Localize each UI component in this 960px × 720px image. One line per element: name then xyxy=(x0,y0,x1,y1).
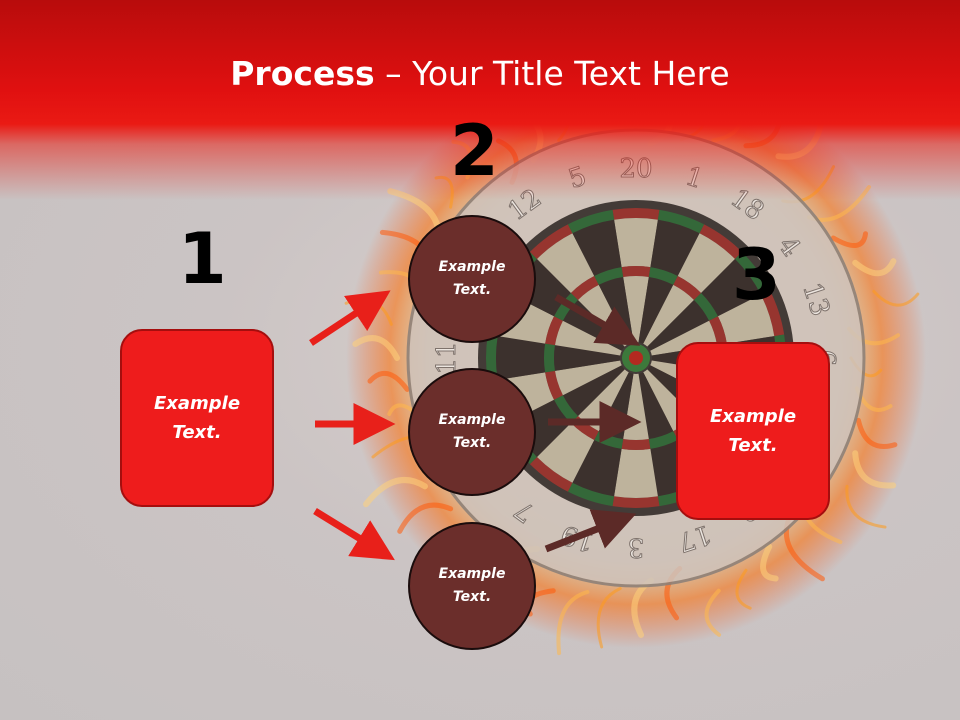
flame-wisp xyxy=(845,484,887,529)
dartboard-segment xyxy=(554,345,621,371)
flame-wisp xyxy=(596,586,622,649)
dartboard-segment xyxy=(544,343,556,373)
arrow-bottom-to-center xyxy=(544,509,637,553)
flame-wisp xyxy=(367,370,410,392)
dartboard-segment xyxy=(529,224,573,260)
arrow-to-top-circle xyxy=(309,290,391,346)
dartboard-segment xyxy=(657,209,705,234)
dartboard-segment xyxy=(650,219,700,277)
slide-title: Process – Your Title Text Here xyxy=(0,54,960,93)
dartboard-segment xyxy=(567,209,615,234)
dartboard-segment xyxy=(537,423,595,483)
dartboard-segment xyxy=(545,370,563,400)
flame-wisp xyxy=(397,502,454,534)
flame-wisp xyxy=(735,568,752,610)
right-box-line-1: Example xyxy=(709,406,797,427)
flame-wisp xyxy=(855,417,898,449)
dartboard-segment xyxy=(572,439,622,497)
dartboard-segment xyxy=(701,259,761,317)
dartboard-segment xyxy=(578,369,629,432)
flame-wisp xyxy=(363,477,428,508)
dartboard-segment xyxy=(699,224,743,260)
dartboard-segment xyxy=(648,431,678,449)
dartboard-segment xyxy=(554,292,579,321)
dartboard-segment xyxy=(614,218,658,268)
circle-middle-line-1: Example xyxy=(438,412,506,428)
dartboard-segment xyxy=(734,251,770,295)
step-number-2: 2 xyxy=(450,110,499,192)
circle-bottom-line-2: Text. xyxy=(452,589,492,605)
flame-wisp xyxy=(852,450,897,489)
arrow-top-to-center xyxy=(554,293,641,346)
dartboard-segment xyxy=(614,448,658,498)
dartboard-segment xyxy=(648,267,678,285)
dartboard-segment xyxy=(554,395,579,424)
title-bold: Process xyxy=(230,54,375,93)
dartboard-segment xyxy=(638,372,674,439)
left-box-line-1: Example xyxy=(153,393,241,414)
dartboard-segment xyxy=(693,292,718,321)
flame-wisp xyxy=(830,231,869,248)
dartboard-segment xyxy=(673,276,702,301)
left-box-line-2: Text. xyxy=(172,422,222,443)
dartboard-segment xyxy=(677,233,735,293)
dartboard-segment xyxy=(643,284,694,347)
dartboard-segment xyxy=(555,360,622,396)
dartboard-segment xyxy=(562,365,625,416)
circle-bottom-line-1: Example xyxy=(438,566,506,582)
circle-node-bottom[interactable]: Example Text. xyxy=(408,522,536,650)
flame-wisp xyxy=(704,588,722,637)
title-banner xyxy=(0,0,960,200)
step-number-1: 1 xyxy=(178,218,227,300)
left-process-box[interactable]: Example Text. xyxy=(120,329,274,507)
flame-wisp xyxy=(852,258,897,277)
dartboard-segment xyxy=(621,265,651,278)
circle-node-middle[interactable]: Example Text. xyxy=(408,368,536,496)
dartboard-bullseye xyxy=(629,351,643,365)
dartboard-segment xyxy=(570,276,599,301)
dartboard-segment xyxy=(545,316,563,346)
dartboard-segment xyxy=(612,208,660,220)
dartboard-segment xyxy=(572,219,622,277)
circle-top-line-2: Text. xyxy=(452,282,492,298)
dartboard-segment xyxy=(709,316,727,346)
right-box-line-2: Text. xyxy=(728,435,778,456)
flame-wisp xyxy=(556,590,590,656)
dartboard-segment xyxy=(529,456,573,492)
right-process-box[interactable]: Example Text. xyxy=(676,342,830,520)
flame-wisp xyxy=(352,335,400,361)
flame-wisp xyxy=(872,289,920,307)
flame-wisp xyxy=(760,543,779,582)
dartboard-segment xyxy=(537,233,595,293)
circle-node-top[interactable]: Example Text. xyxy=(408,215,536,343)
circle-middle-line-2: Text. xyxy=(452,435,492,451)
arrow-to-bottom-circle xyxy=(313,508,395,561)
dartboard-segment xyxy=(638,277,674,344)
dartboard-segment xyxy=(717,294,775,344)
circle-top-line-1: Example xyxy=(438,259,506,275)
dartboard-segment xyxy=(567,482,615,507)
dartboard-segment xyxy=(594,267,624,285)
dartboard-segment xyxy=(647,300,710,351)
dartboard-segment xyxy=(555,320,622,356)
title-rest: – Your Title Text Here xyxy=(374,54,730,93)
dartboard-segment xyxy=(612,496,660,509)
dartboard-segment xyxy=(760,289,785,337)
dartboard-segment xyxy=(496,336,546,380)
step-number-3: 3 xyxy=(732,234,781,316)
